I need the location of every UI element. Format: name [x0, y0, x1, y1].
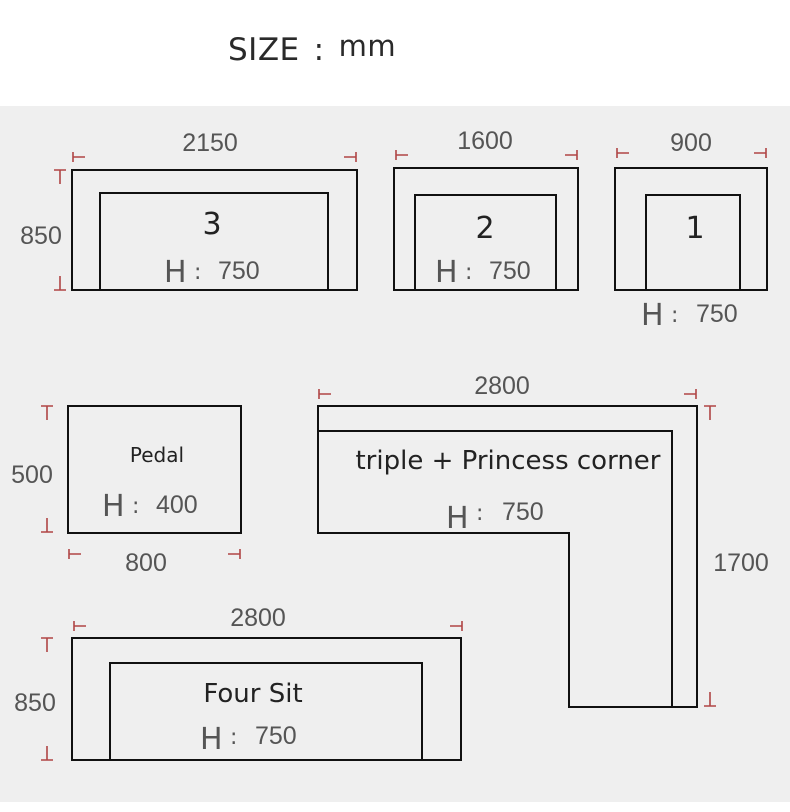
four-sit-height-prefix: H: [200, 722, 223, 757]
two-seat-width-ticks: [395, 150, 578, 160]
corner-height-colon: :: [476, 501, 483, 526]
two-seat-width: 1600: [457, 127, 513, 155]
piece-triple-princess-corner: 2800 1700 triple + Princess corner H : 7…: [317, 372, 769, 708]
piece-three-seat: 2150 850 3 H : 750: [20, 129, 358, 291]
pedal-width: 800: [125, 549, 167, 577]
corner-depth: 1700: [713, 549, 769, 577]
corner-outer-outline: [317, 405, 698, 708]
four-sit-depth: 850: [14, 689, 56, 717]
one-seat-width: 900: [670, 129, 712, 157]
three-seat-inner-outline: [99, 192, 329, 291]
pedal-height-colon: :: [132, 494, 139, 519]
four-sit-width-ticks: [73, 621, 463, 631]
two-seat-height-colon: :: [465, 260, 472, 285]
corner-width-ticks: [318, 389, 697, 399]
one-seat-height-prefix: H: [641, 298, 664, 333]
two-seat-label: 2: [475, 211, 494, 246]
four-sit-height-colon: :: [230, 725, 237, 750]
corner-inner-outline: [318, 430, 673, 707]
four-sit-width: 2800: [230, 604, 286, 632]
pedal-depth: 500: [11, 461, 53, 489]
piece-four-sit: 2800 850 Four Sit H : 750: [14, 604, 463, 761]
header: SIZE: mm: [0, 0, 790, 106]
one-seat-label: 1: [685, 211, 704, 246]
size-separator: :: [313, 32, 325, 68]
one-seat-height: 750: [696, 300, 738, 328]
pedal-outline: [67, 405, 242, 534]
pedal-width-ticks: [68, 549, 241, 559]
size-label: SIZE: [228, 32, 300, 68]
three-seat-height-prefix: H: [164, 255, 187, 290]
pedal-depth-ticks: [41, 405, 53, 533]
three-seat-height: 750: [218, 257, 260, 285]
three-seat-width-ticks: [72, 152, 357, 162]
size-title: SIZE: mm: [228, 29, 397, 68]
three-seat-depth: 850: [20, 222, 62, 250]
two-seat-height: 750: [489, 257, 531, 285]
corner-width: 2800: [474, 372, 530, 400]
three-seat-height-colon: :: [194, 260, 201, 285]
corner-label: triple + Princess corner: [355, 446, 660, 476]
three-seat-label: 3: [202, 207, 221, 242]
piece-one-seat: 900 1 H : 750: [614, 129, 768, 333]
piece-pedal: 500 800 Pedal H : 400: [11, 405, 242, 577]
one-seat-inner-outline: [645, 194, 741, 291]
four-sit-height: 750: [255, 722, 297, 750]
size-unit: mm: [338, 29, 397, 63]
corner-depth-ticks: [704, 405, 716, 707]
four-sit-label: Four Sit: [203, 679, 302, 709]
one-seat-width-ticks: [616, 148, 767, 158]
pedal-height: 400: [156, 491, 198, 519]
piece-two-seat: 1600 2 H : 750: [393, 127, 579, 291]
four-sit-depth-ticks: [41, 637, 53, 761]
corner-height: 750: [502, 498, 544, 526]
footer-strip: [0, 802, 790, 812]
corner-height-prefix: H: [446, 501, 469, 536]
two-seat-height-prefix: H: [435, 255, 458, 290]
two-seat-inner-outline: [414, 194, 557, 291]
three-seat-width: 2150: [182, 129, 238, 157]
pedal-height-prefix: H: [102, 489, 125, 524]
three-seat-depth-ticks: [54, 169, 66, 291]
four-sit-inner-outline: [109, 662, 423, 761]
one-seat-height-colon: :: [671, 303, 678, 328]
pedal-label: Pedal: [130, 443, 184, 467]
